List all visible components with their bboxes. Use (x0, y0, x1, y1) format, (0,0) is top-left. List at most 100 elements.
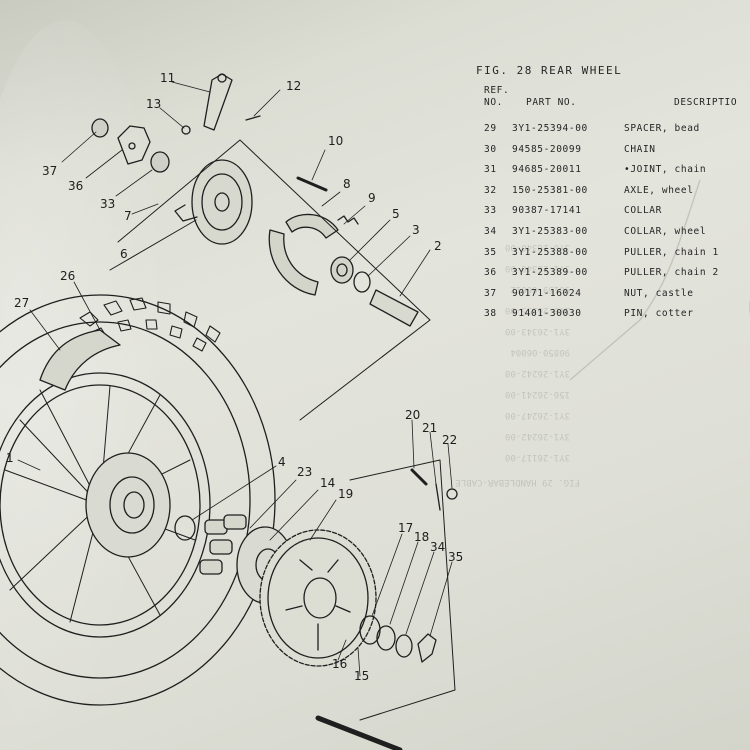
callout-number: 9 (368, 191, 376, 205)
part-no-cell: 3Y1-25389-00 (512, 267, 588, 279)
part-no-cell: 3Y1-25383-00 (512, 225, 588, 237)
callout-number: 17 (398, 521, 413, 535)
callout-number: 20 (405, 408, 420, 422)
callout-number: 2 (434, 239, 442, 253)
callout-number: 14 (320, 476, 335, 490)
description-cell: PIN, cotter (624, 308, 694, 320)
part-no-cell: 3Y1-25394-00 (512, 123, 588, 134)
bleed-row: 156-26241-00 (505, 389, 570, 399)
header-ref-line1: REF. (484, 85, 510, 96)
description-cell: COLLAR, wheel (624, 225, 707, 237)
callout-number: 13 (146, 97, 161, 111)
bleed-row: 3Y1-26343-00 (505, 326, 570, 336)
bearing-18 (376, 625, 396, 651)
rim-outer (0, 372, 211, 638)
callout-number: 3 (412, 223, 420, 237)
callout-number: 5 (392, 207, 400, 221)
callout-number: 23 (297, 465, 312, 479)
callout-number: 16 (332, 657, 347, 671)
callout-number: 8 (343, 177, 351, 191)
bearing-5 (330, 256, 354, 284)
hub-dampers (199, 514, 247, 575)
adjust-bolt (410, 468, 428, 486)
part-no-cell: 3Y1-25388-00 (512, 246, 588, 258)
brake-camshaft-lever (203, 73, 233, 131)
hub-axle-hole (123, 491, 145, 519)
callout-number: 33 (100, 197, 115, 211)
lever-bolt (217, 73, 227, 83)
callout-number: 34 (430, 540, 445, 554)
callout-number: 7 (124, 209, 132, 223)
brake-panel-center (214, 192, 230, 212)
bleed-row: 3Y1-26247-00 (505, 410, 570, 420)
callout-number: 4 (278, 455, 286, 469)
part-no-cell: 150-25381-00 (512, 184, 588, 196)
table-row: 34 3Y1-25383-00 COLLAR, wheel (476, 226, 750, 247)
callout-number: 1 (6, 451, 14, 465)
sprocket-outer (259, 529, 377, 667)
header-part-no: PART NO. (526, 97, 577, 108)
bleed-row: 3Y0-26340-00 (505, 242, 570, 252)
hub-drum (85, 452, 171, 558)
ref-cell: 30 (484, 143, 497, 155)
table-header: REF. NO. PART NO. DESCRIPTIO (476, 85, 750, 115)
brake-shoe-lower (268, 229, 319, 296)
brake-panel (191, 159, 253, 245)
brake-shoe-upper (285, 213, 339, 239)
callout-number: 6 (120, 247, 128, 261)
bleed-rows: 3Y1-26117-003Y1-26242-003Y1-26247-00156-… (505, 242, 570, 462)
adjuster-plate (435, 483, 441, 511)
callout-number: 26 (60, 269, 75, 283)
bleed-row: 90850-06004 (510, 347, 570, 357)
callout-number: 37 (42, 164, 57, 178)
seal-3 (353, 271, 371, 293)
part-no-cell: 90171-16024 (512, 287, 582, 299)
description-cell: •JOINT, chain (624, 164, 707, 176)
brake-panel-inner (201, 173, 243, 231)
callout-number: 12 (286, 79, 301, 93)
puller-plate (117, 125, 151, 165)
shoe-spring (337, 215, 359, 225)
ref-cell: 35 (484, 246, 497, 258)
ref-cell: 37 (484, 287, 497, 299)
nut-22 (446, 488, 458, 500)
description-cell: PULLER, chain 2 (624, 267, 719, 279)
description-cell: COLLAR (624, 205, 662, 217)
description-cell: AXLE, wheel (624, 184, 694, 196)
ref-cell: 33 (484, 205, 497, 217)
ref-cell: 34 (484, 225, 497, 237)
leader-lines (17, 81, 453, 677)
part-no-cell: 91401-30030 (512, 308, 582, 320)
ref-cell: 32 (484, 184, 497, 196)
callout-number: 18 (414, 530, 429, 544)
description-cell: CHAIN (624, 143, 656, 155)
figure-title: FIG. 28 REAR WHEEL (476, 64, 623, 77)
sprocket-center (303, 577, 337, 619)
sprocket-spokes (285, 559, 351, 651)
callout-number: 10 (328, 134, 343, 148)
spacer-2 (369, 289, 419, 327)
tire-outer (0, 294, 276, 706)
ref-cell: 29 (484, 123, 497, 134)
callout-number: 11 (160, 71, 175, 85)
hub-center (109, 476, 155, 534)
bleed-row: 3Y1-26242-00 (505, 368, 570, 378)
callout-number: 19 (338, 487, 353, 501)
bleed-row: 90159-06012 (510, 284, 570, 294)
tire-inner (0, 321, 251, 679)
collar-34 (395, 634, 413, 658)
part-no-cell: 94685-20011 (512, 164, 582, 176)
header-description: DESCRIPTIO (674, 97, 738, 108)
brake-arm (174, 204, 198, 222)
